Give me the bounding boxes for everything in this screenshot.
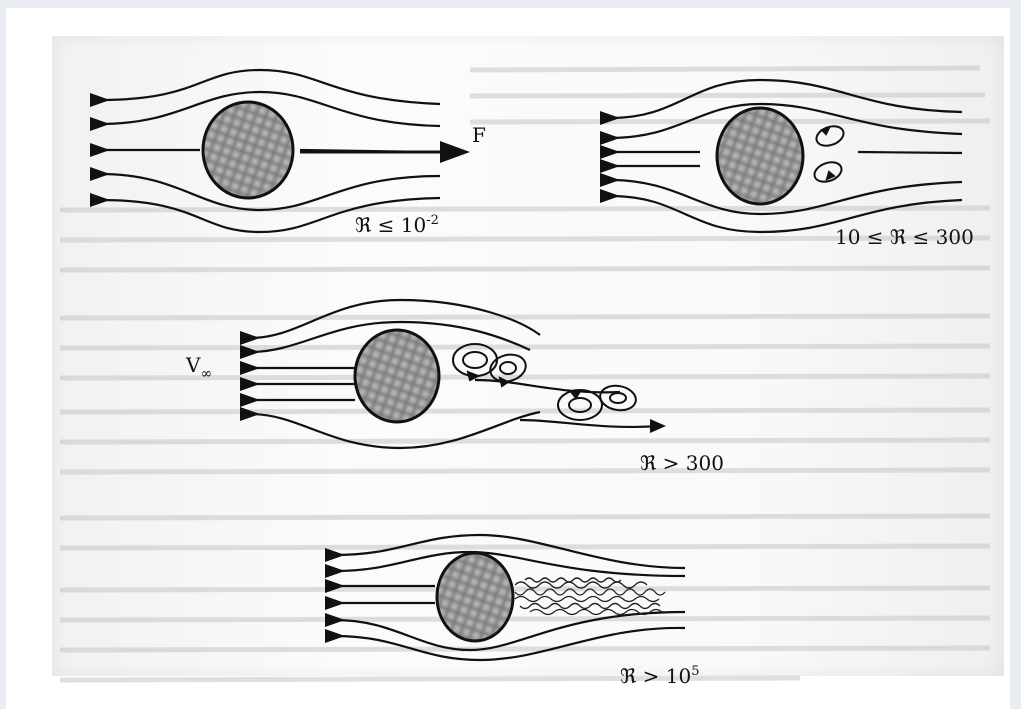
sphere <box>437 553 513 641</box>
turbulent-wake-region <box>515 578 665 615</box>
regime-label: ℜ > 105 <box>620 664 699 688</box>
regime-label: ℜ > 300 <box>640 451 724 475</box>
panel-turbulent-wake: ℜ > 105 <box>325 535 699 688</box>
sphere <box>203 102 293 198</box>
force-arrow <box>300 141 470 163</box>
panel-vortex-pair: 10 ≤ ℜ ≤ 300 <box>600 80 974 249</box>
wake-vortices <box>812 123 846 185</box>
inflow-arrows <box>325 548 345 643</box>
streamlines <box>250 300 660 448</box>
sphere <box>355 330 439 422</box>
regime-label: 10 ≤ ℜ ≤ 300 <box>835 225 974 249</box>
sphere <box>717 108 803 204</box>
inflow-arrows <box>600 111 620 203</box>
panel-vortex-street: V∞ ℜ > 300 <box>185 300 724 475</box>
inflow-arrows <box>90 93 110 207</box>
regime-label: ℜ ≤ 10-2 <box>355 213 439 237</box>
force-label: F <box>472 123 486 147</box>
